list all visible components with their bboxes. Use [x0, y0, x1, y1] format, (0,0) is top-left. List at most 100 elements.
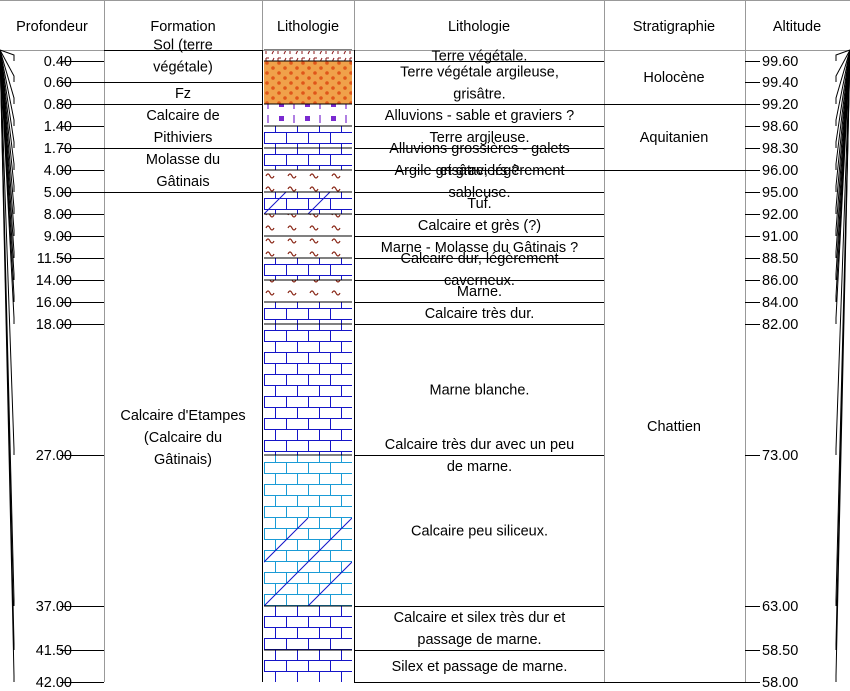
- silica-stroke: [704, 518, 792, 606]
- altitude-ramp: [835, 49, 850, 126]
- lithology-layer-pattern: [264, 61, 352, 104]
- altitude-label: 58.50: [762, 643, 798, 659]
- altitude-ramp: [835, 49, 850, 455]
- silica-stroke: [264, 518, 265, 519]
- formation-label: Calcaire d'Etampes: [120, 408, 245, 424]
- depth-label: 41.50: [36, 643, 72, 659]
- altitude-ramp: [835, 49, 850, 170]
- header-lithology-description: Lithologie: [448, 19, 510, 35]
- altitude-label: 82.00: [762, 317, 798, 333]
- lithology-layer-pattern: [264, 214, 352, 236]
- depth-label: 1.70: [44, 141, 72, 157]
- lithology-description: passage de marne.: [417, 632, 541, 648]
- depth-ramp: [0, 49, 15, 170]
- altitude-label: 86.00: [762, 273, 798, 289]
- silica-stroke: [264, 517, 309, 563]
- formation-label: Pithiviers: [154, 130, 213, 146]
- depth-ramp: [0, 49, 15, 126]
- header-formation: Formation: [150, 19, 215, 35]
- lithology-description: Alluvions - sable et graviers ?: [385, 108, 574, 124]
- altitude-label: 99.60: [762, 54, 798, 70]
- formation-label: Fz: [175, 86, 191, 102]
- lithology-layer-pattern: [264, 170, 352, 192]
- silica-stroke: [132, 518, 220, 606]
- lithology-layer-pattern: [264, 236, 352, 258]
- stratigraphy-label: Aquitanien: [640, 130, 709, 146]
- altitude-ramp: [835, 49, 850, 148]
- formation-label: (Calcaire du: [144, 430, 222, 446]
- depth-label: 9.00: [44, 229, 72, 245]
- lithology-layer-pattern: [264, 148, 352, 170]
- depth-ramp: [0, 49, 15, 148]
- formation-label: Gâtinais): [154, 452, 212, 468]
- lithology-description: Calcaire très dur.: [425, 306, 535, 322]
- lithology-description: grisâtre.: [453, 87, 505, 103]
- depth-label: 4.00: [44, 163, 72, 179]
- lithology-description: Calcaire et silex très dur et: [394, 610, 566, 626]
- lithology-layer-pattern: [264, 50, 352, 61]
- depth-label: 27.00: [36, 448, 72, 464]
- altitude-label: 99.40: [762, 75, 798, 91]
- depth-ramp: [0, 49, 15, 682]
- depth-label: 0.80: [44, 97, 72, 113]
- altitude-ramp: [835, 49, 850, 104]
- formation-label: Sol (terre: [153, 38, 213, 54]
- lithology-description: de marne.: [447, 459, 512, 475]
- altitude-ramp: [835, 49, 850, 82]
- lithology-description: Argile grisâtre, légèrement: [394, 163, 564, 179]
- silica-stroke: [616, 518, 704, 606]
- depth-ramp: [0, 49, 15, 192]
- lithology-description: Calcaire très dur avec un peu: [385, 437, 574, 453]
- formation-label: Molasse du: [146, 152, 220, 168]
- altitude-label: 92.00: [762, 207, 798, 223]
- depth-ramp: [0, 49, 15, 61]
- lithology-description: Tuf.: [467, 196, 491, 212]
- altitude-label: 98.30: [762, 141, 798, 157]
- lithology-layer-pattern: [264, 258, 352, 280]
- altitude-ramp: [835, 49, 850, 61]
- lithology-description: Calcaire et grès (?): [418, 218, 541, 234]
- depth-column: 0.400.600.801.401.704.005.008.009.0011.5…: [0, 49, 104, 691]
- altitude-label: 96.00: [762, 163, 798, 179]
- depth-label: 37.00: [36, 599, 72, 615]
- silica-stroke: [264, 517, 352, 606]
- depth-label: 8.00: [44, 207, 72, 223]
- lithology-description: Terre végétale.: [432, 49, 528, 65]
- stratigraphy-label: Chattien: [647, 419, 701, 435]
- header-depth: Profondeur: [16, 19, 88, 35]
- lithology-description: Calcaire peu siliceux.: [411, 524, 548, 540]
- altitude-ramp: [835, 49, 850, 324]
- lithology-description: Marne.: [457, 284, 502, 300]
- lithology-description-column: Terre végétale.Terre végétale argileuse,…: [354, 49, 604, 683]
- depth-label: 11.50: [37, 251, 72, 267]
- depth-label: 5.00: [44, 185, 72, 201]
- lithology-description: Alluvions grossières - galets: [389, 141, 570, 157]
- altitude-label: 95.00: [762, 185, 798, 201]
- stratigraphy-label: Holocène: [643, 70, 704, 86]
- lithology-layer-pattern: [264, 192, 352, 214]
- silica-stroke: [307, 561, 352, 606]
- header-row: Profondeur Formation Lithologie Litholog…: [16, 19, 821, 35]
- depth-label: 18.00: [36, 317, 72, 333]
- depth-label: 42.00: [36, 675, 72, 691]
- lithology-layer-pattern: [264, 302, 352, 324]
- formation-label: Gâtinais: [156, 174, 209, 190]
- altitude-label: 73.00: [762, 448, 798, 464]
- depth-label: 0.60: [44, 75, 72, 91]
- depth-ramp: [0, 49, 15, 82]
- depth-label: 0.40: [44, 54, 72, 70]
- lithology-description: Terre végétale argileuse,: [400, 65, 559, 81]
- depth-ramp: [0, 49, 15, 104]
- lithology-description: Silex et passage de marne.: [392, 659, 568, 675]
- depth-label: 14.00: [36, 273, 72, 289]
- lithology-layer-pattern: [264, 324, 352, 455]
- altitude-label: 84.00: [762, 295, 798, 311]
- altitude-label: 98.60: [762, 119, 798, 135]
- altitude-label: 88.50: [762, 251, 798, 267]
- formation-label: végétale): [153, 60, 213, 76]
- header-altitude: Altitude: [773, 19, 821, 35]
- silica-stroke: [660, 518, 748, 606]
- formation-label: Calcaire de: [146, 108, 219, 124]
